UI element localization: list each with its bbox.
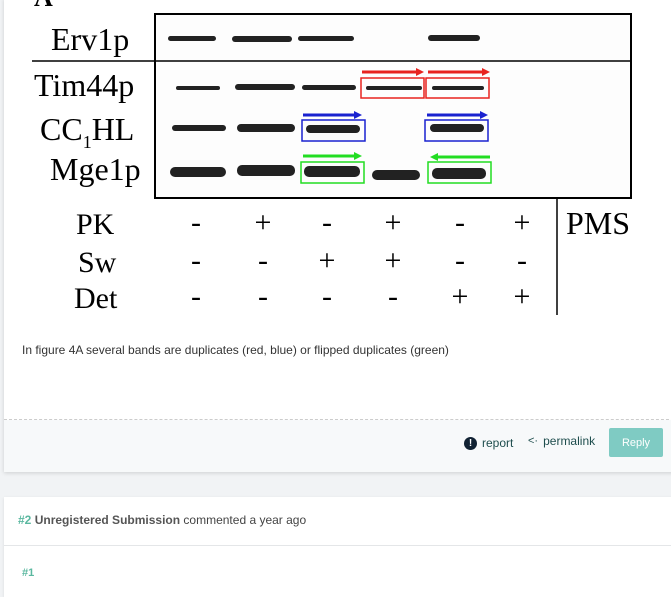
comment-number[interactable]: #2 (18, 513, 32, 527)
divider (4, 545, 671, 546)
condition-sign: - (258, 280, 268, 313)
exclamation-icon: ! (464, 436, 477, 450)
condition-sign: - (388, 280, 398, 313)
cond-label-sw: Sw (78, 246, 117, 279)
reply-button[interactable]: Reply (609, 428, 663, 457)
condition-sign: - (191, 280, 201, 313)
condition-sign: + (452, 280, 469, 313)
comment-header: #2 Unregistered Submission commented a y… (18, 513, 306, 527)
comment-card: A Erv1p Tim44p CC1HL Mge1p PMS PK Sw (4, 0, 671, 472)
condition-sign: - (517, 244, 527, 277)
share-icon: <· (528, 435, 539, 447)
condition-sign: - (191, 206, 201, 239)
panel-label: A (34, 0, 53, 12)
report-link[interactable]: ! report (464, 436, 513, 450)
condition-sign: + (514, 206, 531, 239)
comment-text: In figure 4A several bands are duplicate… (22, 343, 449, 357)
comment-card-2: #2 Unregistered Submission commented a y… (4, 497, 671, 597)
label-erv1p: Erv1p (51, 21, 129, 57)
permalink-label: permalink (543, 434, 596, 448)
cond-label-det: Det (74, 282, 118, 315)
duplicate-annotations (300, 68, 492, 184)
condition-sign: + (514, 280, 531, 313)
blot-frame (154, 13, 632, 199)
condition-sign: + (319, 244, 336, 277)
permalink-link[interactable]: <· permalink (528, 434, 595, 448)
condition-sign: - (455, 206, 465, 239)
condition-sign: - (191, 244, 201, 277)
report-label: report (482, 436, 514, 450)
condition-rows: PK Sw Det (74, 208, 118, 315)
condition-sign: - (455, 244, 465, 277)
label-tim44p: Tim44p (34, 67, 134, 103)
label-mge1p: Mge1p (50, 151, 141, 187)
condition-sign: - (258, 244, 268, 277)
bands (168, 35, 486, 180)
label-cc1hl: CC1HL (40, 111, 134, 152)
condition-sign: + (385, 244, 402, 277)
condition-sign: + (385, 206, 402, 239)
condition-sign: - (322, 280, 332, 313)
comment-footer (4, 420, 671, 472)
comment-meta: commented a year ago (183, 513, 307, 527)
pms-label: PMS (566, 205, 630, 241)
cond-label-pk: PK (76, 208, 115, 241)
condition-sign: - (322, 206, 332, 239)
reply-number[interactable]: #1 (22, 567, 35, 579)
comment-author[interactable]: Unregistered Submission (34, 513, 181, 527)
dashed-divider (4, 419, 671, 420)
condition-sign: + (255, 206, 272, 239)
figure-image: A Erv1p Tim44p CC1HL Mge1p PMS PK Sw (32, 0, 632, 315)
